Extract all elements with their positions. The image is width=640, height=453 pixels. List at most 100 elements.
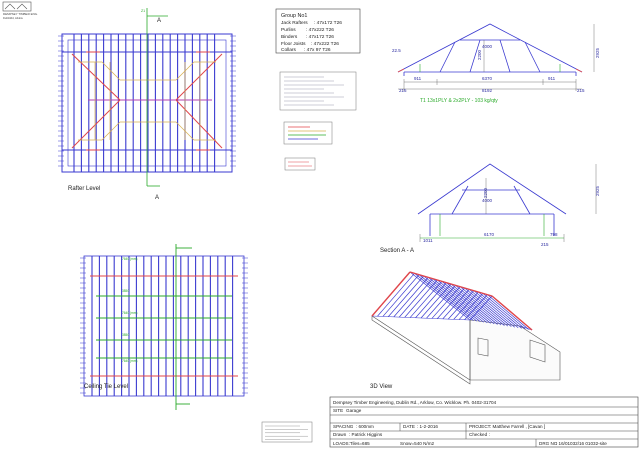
schedule-row-size: : 47x222 T26 bbox=[306, 27, 334, 33]
roof-rafter bbox=[432, 278, 488, 324]
roof-rafter bbox=[420, 283, 452, 319]
roof-rafter bbox=[442, 289, 470, 320]
dim-pitch: 22.5 bbox=[392, 48, 401, 53]
roof-rafter bbox=[453, 291, 479, 320]
roof-rafter bbox=[414, 273, 474, 321]
tb-date: : 1-2-2016 bbox=[417, 424, 438, 429]
ceiling-dim: 7640 (mm) bbox=[122, 359, 137, 363]
roof-rafter bbox=[437, 287, 465, 319]
tb-drg-label: DRG NO bbox=[539, 441, 558, 446]
sec-dim-right-over: 798 bbox=[550, 232, 558, 237]
dim-left-end: 215 bbox=[399, 88, 407, 93]
roof-rafter bbox=[409, 281, 443, 318]
rafter-level-plan: A A Z1 Rafter Level bbox=[58, 8, 236, 201]
logo-line1: DEMPSEY TIMBER ENG. bbox=[3, 12, 38, 16]
tb-spacing: : 600mm bbox=[356, 424, 374, 429]
three-d-title: 3D View bbox=[370, 384, 393, 390]
notes-box bbox=[279, 71, 357, 111]
tb-drawn: : Patrick Higgins bbox=[349, 432, 383, 437]
tb-drawn-label: Drawn bbox=[333, 432, 347, 437]
ceiling-tie-title: Ceiling Tie Level bbox=[84, 384, 128, 390]
schedule-row-size: : 47x222 T26 bbox=[311, 41, 339, 47]
tb-company: Dempsey Timber Engineering, Dublin Rd., … bbox=[333, 400, 497, 405]
section-title: Section A - A bbox=[380, 248, 414, 254]
truss-caption: T1 13x1PLY & 2x2PLY - 103 kg/qty bbox=[420, 98, 498, 104]
tb-checked-label: Checked bbox=[469, 432, 488, 437]
schedule-row-size: : 47x172 T26 bbox=[306, 34, 334, 40]
tb-project: : Matthew Farrell , [Cavan ] bbox=[490, 424, 545, 429]
schedule-row-name: Purlins bbox=[281, 27, 296, 33]
dim-mid-bay: 6370 bbox=[482, 76, 493, 81]
member-schedule: Group No1 Jack Rafters : 47x172 T26 Purl… bbox=[275, 8, 361, 54]
ceiling-dim: 7640 (mm) bbox=[122, 311, 137, 315]
section-mark-top: A bbox=[157, 18, 161, 24]
rafter-level-title: Rafter Level bbox=[68, 186, 100, 192]
sec-dim-span: 6170 bbox=[484, 232, 495, 237]
dim-height-b: 2925 bbox=[595, 47, 600, 58]
ceiling-dim: 3850 bbox=[122, 333, 129, 337]
roof-rafter bbox=[398, 278, 434, 318]
schedule-row-name: Floor Joists bbox=[281, 41, 306, 47]
roof-rafter bbox=[464, 287, 512, 327]
schedule-row-name: Jack Rafters bbox=[281, 20, 308, 26]
roof-rafter bbox=[455, 285, 505, 326]
company-logo: DEMPSEY TIMBER ENG. DublinRd, Arklow bbox=[2, 1, 38, 20]
dim-left-bay: 911 bbox=[414, 76, 422, 81]
dim-right-end: 215 bbox=[577, 88, 585, 93]
roof-rafter bbox=[426, 285, 456, 319]
roof-rafter bbox=[468, 289, 516, 328]
tb-date-label: DATE bbox=[403, 424, 415, 429]
three-d-view: 3D View bbox=[370, 271, 561, 390]
beam-dim-label: Z1 bbox=[141, 9, 145, 13]
roof-rafter bbox=[415, 282, 447, 319]
logo-line2: DublinRd, Arklow bbox=[3, 16, 23, 20]
roof-rafter bbox=[377, 273, 415, 317]
dim-right-bay: 911 bbox=[548, 76, 556, 81]
roof-rafter bbox=[446, 282, 498, 325]
ceiling-dim: 7640 (mm) bbox=[122, 257, 137, 261]
roof-rafter bbox=[447, 290, 475, 320]
roof-rafter bbox=[388, 275, 424, 317]
section-a-a: 2200 4000 2925 1011 6170 798 215 Section… bbox=[380, 163, 600, 254]
ceiling-dim: 3850 bbox=[122, 289, 129, 293]
roof-rafter bbox=[404, 279, 438, 318]
roof-rafter bbox=[393, 277, 429, 318]
title-note bbox=[261, 421, 313, 443]
roof-rafter bbox=[487, 294, 529, 330]
sec-dim-right-h: 2925 bbox=[595, 185, 600, 196]
dim-height-a: 2200 bbox=[477, 49, 482, 60]
roof-rafter bbox=[459, 286, 509, 327]
ceiling-tie-plan: 7640 (mm) 3850 7640 (mm) 3850 7640 (mm) … bbox=[80, 244, 248, 410]
dim-overall: 8192 bbox=[482, 88, 493, 93]
roof-rafter bbox=[482, 293, 526, 330]
roof-rafter bbox=[464, 294, 488, 321]
tb-snow: Snow=540 N/m2 bbox=[400, 441, 435, 446]
sec-dim-inner: 4000 bbox=[482, 198, 493, 203]
schedule-row-size: : 47x172 T26 bbox=[314, 20, 342, 26]
schedule-row-name: Collars bbox=[281, 47, 297, 53]
roof-rafter bbox=[441, 281, 495, 325]
tb-project-label: PROJECT bbox=[469, 424, 491, 429]
sec-dim-right-end: 215 bbox=[541, 242, 549, 247]
tb-drg: : 16/01032/16 01032-site bbox=[556, 441, 607, 446]
roof-rafter bbox=[431, 286, 461, 319]
roof-rafter bbox=[478, 291, 522, 329]
title-block: Dempsey Timber Engineering, Dublin Rd., … bbox=[329, 396, 639, 448]
tb-site: Garage bbox=[346, 408, 362, 413]
tb-spacing-label: SPACING bbox=[333, 424, 354, 429]
tb-checked: : bbox=[489, 432, 490, 437]
section-mark-bottom: A bbox=[155, 195, 159, 201]
roof-rafter bbox=[450, 283, 502, 326]
dim-inner: 4000 bbox=[482, 44, 493, 49]
tb-loads: LOADS:Tiles=685 bbox=[333, 441, 370, 446]
roof-rafter bbox=[382, 274, 420, 317]
roof-rafter bbox=[418, 274, 478, 322]
legend-box bbox=[283, 121, 333, 145]
roof-rafter bbox=[473, 290, 519, 329]
schedule-group: Group No1 bbox=[281, 13, 307, 19]
roof-rafter bbox=[423, 275, 481, 322]
small-note-box bbox=[284, 157, 316, 171]
roof-rafter bbox=[458, 293, 484, 320]
